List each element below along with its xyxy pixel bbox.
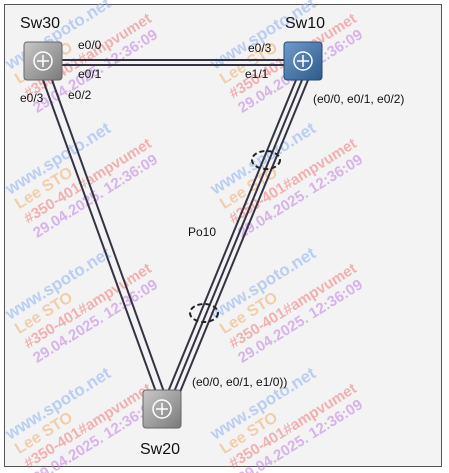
watermark-exam: #350-401#ampvumet [21, 380, 154, 472]
switch-sw30-icon[interactable] [23, 41, 63, 81]
watermark-site: www.spoto.net [1, 243, 114, 324]
device-label-sw20: Sw20 [140, 441, 180, 458]
port-label-sw30-e02: e0/2 [68, 88, 92, 102]
port-label-sw10-group: (e0/0, e0/1, e0/2) [313, 92, 404, 106]
watermark-site: www.spoto.net [1, 363, 114, 444]
watermark-user: Lee STO [12, 409, 76, 458]
port-label-sw30-e03: e0/3 [20, 91, 44, 105]
device-label-sw30: Sw30 [20, 15, 60, 32]
port-label-sw20-group: (e0/0, e0/1, e1/0)) [192, 375, 287, 389]
port-label-sw10-e11: e1/1 [245, 67, 269, 81]
watermark-exam: #350-401#ampvumet [226, 260, 359, 352]
watermark-user: Lee STO [12, 164, 76, 213]
watermark-exam: #350-401#ampvumet [21, 260, 154, 352]
watermark-date: 29.04.2025. 12:36:09 [235, 276, 366, 366]
links [42, 59, 309, 393]
watermark-date: 29.04.2025. 12:36:09 [30, 396, 161, 473]
port-label-sw30-e00: e0/0 [78, 38, 102, 52]
port-label-sw30-e01: e0/1 [78, 67, 102, 81]
watermark-exam: #350-401#ampvumet [226, 380, 359, 472]
link-sw30-sw20-b [51, 79, 165, 393]
link-sw10-sw20-a [167, 79, 297, 393]
switch-sw10-icon[interactable] [283, 41, 323, 81]
watermark-date: 29.04.2025. 12:36:09 [235, 396, 366, 473]
diagram-frame [4, 4, 442, 467]
link-sw10-sw20-c [179, 79, 309, 393]
port-label-sw10-e03: e0/3 [248, 41, 272, 55]
watermark-site: www.spoto.net [1, 118, 114, 199]
watermark-user: Lee STO [217, 289, 281, 338]
link-sw30-sw20-a [42, 79, 157, 393]
etherchannel-oval-top [251, 150, 281, 170]
device-label-sw10: Sw10 [285, 15, 325, 32]
bundle-label-po10: Po10 [188, 225, 216, 239]
switch-sw20-icon[interactable] [142, 389, 182, 429]
watermark-date: 29.04.2025. 12:36:09 [30, 151, 161, 241]
watermark-user: Lee STO [217, 409, 281, 458]
watermark-exam: #350-401#ampvumet [226, 135, 359, 227]
etherchannel-oval-bottom [189, 303, 219, 323]
link-sw10-sw20-b [173, 79, 303, 393]
watermark-user: Lee STO [12, 289, 76, 338]
